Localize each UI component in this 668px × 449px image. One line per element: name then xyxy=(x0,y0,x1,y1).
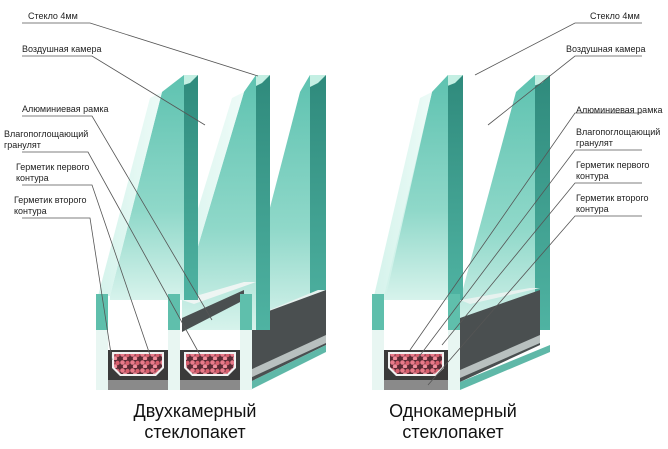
title-double-glazing: Однокамерный стеклопакет xyxy=(389,401,517,442)
spacer-section-2 xyxy=(180,350,240,390)
label-secondary-sealant-left: Герметик второго контура xyxy=(14,195,87,216)
title-triple-glazing: Двухкамерный стеклопакет xyxy=(133,401,257,442)
label-aluminum-frame-left: Алюминиевая рамка xyxy=(22,104,109,114)
label-primary-sealant-left: Герметик первого контура xyxy=(16,162,90,183)
double-glazing-unit xyxy=(372,22,642,390)
label-desiccant-left: Влагопоглощающий гранулят xyxy=(4,129,89,150)
label-aluminum-frame-right: Алюминиевая рамка xyxy=(576,105,663,115)
leader-lines-left xyxy=(22,22,259,361)
perspective-spacer-mid xyxy=(182,282,256,332)
leader-lines-right xyxy=(409,22,642,386)
label-desiccant-right: Влагопоглощающий гранулят xyxy=(576,127,661,148)
glass-pane-1 xyxy=(98,75,198,300)
label-secondary-sealant-right: Герметик второго контура xyxy=(576,193,649,214)
label-primary-sealant-right: Герметик первого контура xyxy=(576,160,650,181)
glass-pane-b xyxy=(460,75,550,330)
spacer-section-3 xyxy=(384,350,448,390)
label-air-chamber-left: Воздушная камера xyxy=(22,44,102,54)
label-glass-right: Стекло 4мм xyxy=(590,11,640,21)
triple-glazing-unit xyxy=(22,22,326,390)
label-air-chamber-right: Воздушная камера xyxy=(566,44,646,54)
spacer-section-1 xyxy=(108,350,168,390)
label-glass-left: Стекло 4мм xyxy=(28,11,78,21)
glass-pane-a xyxy=(374,75,463,300)
perspective-spacer-right xyxy=(460,288,550,390)
